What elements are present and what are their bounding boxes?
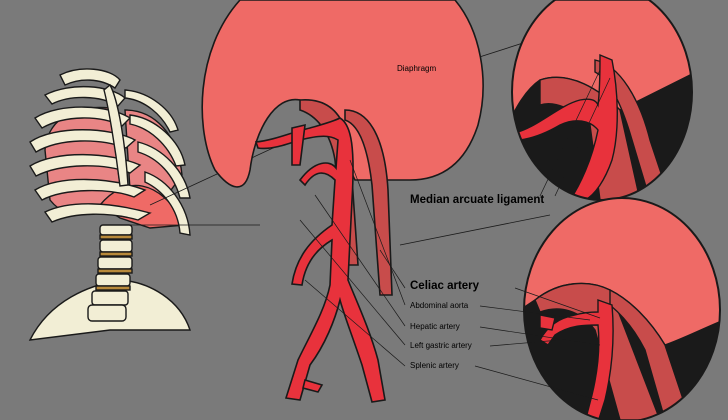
label-left-gastric-artery: Left gastric artery [410,341,472,350]
rib-cage-illustration [28,68,191,341]
aorta-vessel [254,117,386,403]
hepatic-branch [291,123,306,166]
label-diaphragm: Diaphragm [397,64,437,73]
label-median-arcuate-ligament: Median arcuate ligament [410,194,545,206]
inset-leader-lines [474,69,611,401]
label-celiac-artery: Celiac artery [410,280,480,292]
inset-normal-anatomy [511,0,693,201]
central-diaphragm-group [201,0,484,403]
inset-compressed-anatomy [523,197,721,420]
label-splenic-artery: Splenic artery [410,361,459,370]
central-leader-lines [299,159,406,367]
terminal-branch [302,378,324,393]
label-hepatic-artery: Hepatic artery [410,322,460,331]
crus-band [344,109,393,296]
label-abdominal-aorta: Abdominal aorta [410,301,469,310]
